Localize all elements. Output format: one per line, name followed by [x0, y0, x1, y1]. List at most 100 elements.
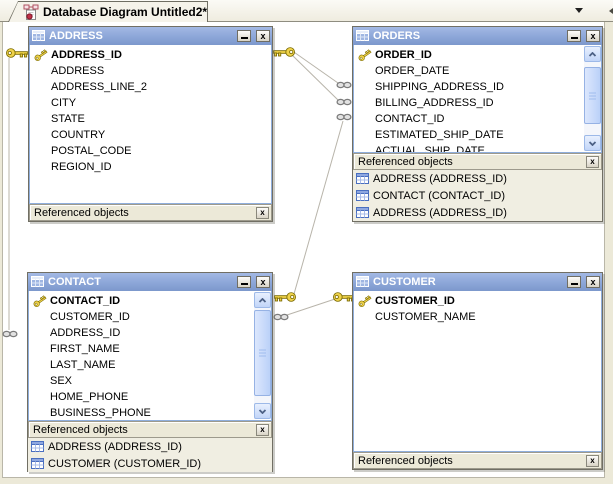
column-row[interactable]: SHIPPING_ADDRESS_ID [354, 79, 601, 95]
referenced-objects-close-icon[interactable]: x [586, 155, 599, 168]
primary-key-icon-address-right[interactable] [273, 47, 295, 57]
referenced-objects-bar[interactable]: Referenced objects x [29, 204, 272, 221]
column-row[interactable]: ACTUAL_SHIP_DATE [354, 143, 601, 152]
scroll-up-icon[interactable] [254, 292, 271, 308]
relationship-line-orders-billing-address[interactable] [290, 53, 339, 101]
tab-database-diagram[interactable]: Database Diagram Untitled2* [8, 1, 208, 22]
relationship-line-contact-customer[interactable] [286, 298, 336, 316]
referenced-objects-label: Referenced objects [358, 155, 453, 168]
scroll-up-icon[interactable] [584, 46, 601, 62]
column-name: ADDRESS_ID [50, 327, 121, 339]
key-icon [34, 49, 48, 62]
column-row[interactable]: CITY [30, 95, 271, 111]
foreign-key-link-icon-shipping-address[interactable] [336, 81, 352, 89]
column-row[interactable]: ORDER_DATE [354, 63, 601, 79]
customer-titlebar[interactable]: CUSTOMER x [353, 273, 602, 291]
referenced-object-row[interactable]: ADDRESS (ADDRESS_ID) [353, 204, 602, 221]
tab-list-dropdown-icon[interactable] [575, 8, 583, 13]
table-window-customer[interactable]: CUSTOMER x CUSTOMER_ID CUSTOMER_NAME Ref… [352, 272, 603, 470]
referenced-object-name: CUSTOMER (CUSTOMER_ID) [48, 457, 201, 470]
column-name: ADDRESS [51, 65, 105, 77]
column-row[interactable]: REGION_ID [30, 159, 271, 175]
column-row[interactable]: ADDRESS_ID [29, 325, 271, 341]
referenced-objects-close-icon[interactable]: x [586, 454, 599, 467]
vertical-scrollbar[interactable] [584, 46, 601, 151]
relationship-line-orders-contact[interactable] [293, 120, 344, 295]
column-row[interactable]: POSTAL_CODE [30, 143, 271, 159]
scroll-left-arrow-icon[interactable] [609, 5, 613, 17]
table-window-contact[interactable]: CONTACT x CONTACT_ID CUSTOMER_ID ADDRESS… [27, 272, 273, 472]
scrollbar-thumb[interactable] [254, 310, 271, 396]
column-row[interactable]: LAST_NAME [29, 357, 271, 373]
address-titlebar[interactable]: ADDRESS x [29, 27, 272, 45]
close-button[interactable]: x [586, 276, 600, 288]
column-row[interactable]: CUSTOMER_ID [29, 309, 271, 325]
column-row[interactable]: FIRST_NAME [29, 341, 271, 357]
column-row[interactable]: HOME_PHONE [29, 389, 271, 405]
column-name: FIRST_NAME [50, 343, 120, 355]
column-row[interactable]: BILLING_ADDRESS_ID [354, 95, 601, 111]
minimize-icon [570, 283, 578, 285]
column-row[interactable]: SEX [29, 373, 271, 389]
foreign-key-link-icon-billing-address[interactable] [336, 98, 352, 106]
column-name: CONTACT_ID [375, 113, 445, 125]
column-row[interactable]: CONTACT_ID [354, 111, 601, 127]
close-button[interactable]: x [256, 30, 270, 42]
relationship-line-orders-shipping-address[interactable] [290, 49, 339, 84]
column-row[interactable]: CONTACT_ID [29, 293, 271, 309]
address-column-list: ADDRESS_ID ADDRESS ADDRESS_LINE_2 CITY S… [29, 45, 272, 204]
column-row[interactable]: CUSTOMER_NAME [354, 309, 601, 325]
referenced-object-row[interactable]: ADDRESS (ADDRESS_ID) [28, 438, 272, 455]
referenced-objects-close-icon[interactable]: x [256, 423, 269, 436]
minimize-button[interactable] [237, 30, 251, 42]
table-window-orders[interactable]: ORDERS x ORDER_ID ORDER_DATE SHIPPING_AD… [352, 26, 603, 222]
foreign-key-link-icon-orders-contact[interactable] [336, 113, 352, 121]
table-icon [356, 30, 369, 41]
table-window-address[interactable]: ADDRESS x ADDRESS_ID ADDRESS ADDRESS_LIN… [28, 26, 273, 222]
table-icon [32, 30, 45, 41]
column-row[interactable]: STATE [30, 111, 271, 127]
minimize-button[interactable] [237, 276, 251, 288]
window-title: ADDRESS [49, 30, 103, 42]
tab-strip: Database Diagram Untitled2* [0, 0, 613, 22]
minimize-button[interactable] [567, 30, 581, 42]
primary-key-icon-address-left[interactable] [6, 48, 28, 58]
table-icon [356, 190, 369, 201]
referenced-objects-bar[interactable]: Referenced objects x [353, 153, 602, 170]
referenced-objects-close-icon[interactable]: x [256, 206, 269, 219]
column-name: ORDER_ID [375, 49, 432, 61]
close-button[interactable]: x [586, 30, 600, 42]
contact-column-list: CONTACT_ID CUSTOMER_ID ADDRESS_ID FIRST_… [28, 291, 272, 421]
window-title: ORDERS [373, 30, 421, 42]
column-row[interactable]: ADDRESS [30, 63, 271, 79]
column-name: BUSINESS_PHONE [50, 407, 151, 419]
referenced-object-row[interactable]: CONTACT (CONTACT_ID) [353, 187, 602, 204]
column-row[interactable]: ADDRESS_LINE_2 [30, 79, 271, 95]
scroll-down-icon[interactable] [584, 135, 601, 151]
referenced-objects-bar[interactable]: Referenced objects x [28, 421, 272, 438]
referenced-object-row[interactable]: ADDRESS (ADDRESS_ID) [353, 170, 602, 187]
column-row[interactable]: CUSTOMER_ID [354, 293, 601, 309]
vertical-scrollbar[interactable] [254, 292, 271, 419]
foreign-key-link-icon-contact-address[interactable] [2, 330, 18, 338]
referenced-object-name: CONTACT (CONTACT_ID) [373, 189, 505, 202]
column-row[interactable]: ADDRESS_ID [30, 47, 271, 63]
referenced-objects-bar[interactable]: Referenced objects x [353, 452, 602, 469]
minimize-button[interactable] [567, 276, 581, 288]
column-row[interactable]: ESTIMATED_SHIP_DATE [354, 127, 601, 143]
referenced-object-row[interactable]: CUSTOMER (CUSTOMER_ID) [28, 455, 272, 472]
scroll-down-icon[interactable] [254, 403, 271, 419]
column-name: LAST_NAME [50, 359, 116, 371]
column-row[interactable]: ORDER_ID [354, 47, 601, 63]
scrollbar-thumb[interactable] [584, 67, 601, 124]
foreign-key-link-icon-contact-customer[interactable] [273, 313, 289, 321]
table-icon [31, 276, 44, 287]
key-icon [33, 295, 47, 308]
primary-key-icon-contact[interactable] [274, 292, 296, 302]
column-row[interactable]: BUSINESS_PHONE [29, 405, 271, 420]
contact-titlebar[interactable]: CONTACT x [28, 273, 272, 291]
column-row[interactable]: COUNTRY [30, 127, 271, 143]
orders-titlebar[interactable]: ORDERS x [353, 27, 602, 45]
close-button[interactable]: x [256, 276, 270, 288]
